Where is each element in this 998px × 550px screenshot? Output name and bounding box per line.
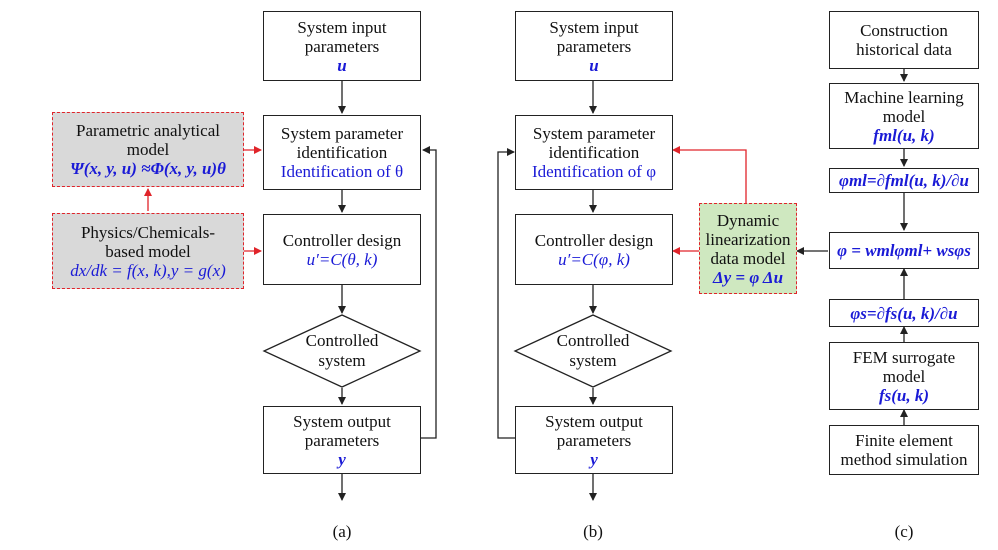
caption-b: (b) [583,522,603,541]
a-input-line1: System input [297,17,387,37]
b-dynamic-linearization-box: Dynamic linearization data model Δy = φ … [699,203,797,294]
b-identify-line2: identification [548,143,640,162]
c-historical-line1: Construction [860,21,948,40]
a-plant-line1: Controlled [305,331,379,350]
a-plant-line2: system [318,351,366,370]
c-ml-line2: model [882,106,926,126]
c-ml-formula: fml(u, k) [873,125,935,145]
c-sim-line2: method simulation [840,450,968,469]
b-input-line1: System input [549,17,639,37]
b-output-line2: parameters [556,430,632,450]
a-physics-line1: Physics/Chemicals- [80,222,216,242]
c-fem-formula: fs(u, k) [878,385,930,405]
a-output-symbol: y [338,449,346,469]
b-output-line1: System output [545,411,643,431]
b-input-symbol: u [589,55,599,75]
c-fem-surrogate-box: FEM surrogate model fs(u, k) [829,342,979,410]
caption-a: (a) [332,522,352,541]
c-historical-line2: historical data [856,40,952,59]
a-controller-design-box: Controller design u′=C(θ, k) [263,214,421,285]
a-physics-formula: dx/dk = f(x, k),y = g(x) [70,260,226,280]
c-fem-line1: FEM surrogate [852,347,956,367]
b-plant-line1: Controlled [556,331,630,350]
c-historical-data-box: Construction historical data [829,11,979,69]
c-phi-s-box: φs=∂fs(u, k)/∂u [829,299,979,327]
c-phi-combined-box: φ = wmlφml+ wsφs [829,232,979,269]
a-identify-line1: System parameter [280,124,404,143]
caption-c: (c) [894,522,914,541]
c-sim-line1: Finite element [855,431,953,450]
a-system-input-box: System input parameters u [263,11,421,81]
a-parametric-model-box: Parametric analytical model Ψ(x, y, u) ≈… [52,112,244,187]
b-controlled-system-label: Controlled system [515,315,671,387]
a-parametric-formula: Ψ(x, y, u) ≈Φ(x, y, u)θ [70,159,226,178]
c-machine-learning-box: Machine learning model fml(u, k) [829,83,979,149]
a-parametric-line2: model [126,140,170,159]
a-controller-line1: Controller design [282,230,402,250]
a-parametric-line1: Parametric analytical [76,121,220,140]
a-system-output-box: System output parameters y [263,406,421,474]
b-parameter-identification-box: System parameter identification Identifi… [515,115,673,190]
arrow-b-dynamic-to-identify [672,146,747,203]
a-controller-line2: u′=C(θ, k) [306,249,378,269]
a-output-line2: parameters [304,430,380,450]
a-controlled-system-label: Controlled system [264,315,420,387]
a-physics-line2: based model [105,241,191,261]
b-controller-line2: u′=C(φ, k) [558,249,630,269]
feedback-b [497,148,515,439]
a-output-line1: System output [293,411,391,431]
a-input-symbol: u [337,55,347,75]
c-fem-line2: model [882,366,926,386]
c-fem-simulation-box: Finite element method simulation [829,425,979,475]
b-identify-line3: Identification of φ [531,162,657,181]
a-identify-line3: Identification of θ [280,162,404,181]
c-phi-s-formula: φs=∂fs(u, k)/∂u [850,303,958,323]
decision-diamond-b [513,314,673,388]
b-dynamic-formula: Δy = φ Δu [712,267,784,287]
b-output-symbol: y [590,449,598,469]
b-controller-line1: Controller design [534,230,654,250]
b-system-input-box: System input parameters u [515,11,673,81]
c-phi-ml-box: φml=∂fml(u, k)/∂u [829,168,979,193]
b-dynamic-line1: Dynamic [716,210,780,230]
b-dynamic-line2: linearization [705,229,791,249]
a-identify-line2: identification [296,143,388,162]
b-input-line2: parameters [556,36,632,56]
b-plant-line2: system [569,351,617,370]
decision-diamond-a [262,314,422,388]
b-controller-design-box: Controller design u′=C(φ, k) [515,214,673,285]
c-phi-formula: φ = wmlφml+ wsφs [837,241,971,260]
b-system-output-box: System output parameters y [515,406,673,474]
a-physics-model-box: Physics/Chemicals- based model dx/dk = f… [52,213,244,289]
feedback-a [421,146,437,439]
a-parameter-identification-box: System parameter identification Identifi… [263,115,421,190]
a-input-line2: parameters [304,36,380,56]
b-dynamic-line3: data model [710,248,786,268]
c-phi-ml-formula: φml=∂fml(u, k)/∂u [839,171,969,190]
c-ml-line1: Machine learning [844,87,964,107]
b-identify-line1: System parameter [532,124,656,143]
